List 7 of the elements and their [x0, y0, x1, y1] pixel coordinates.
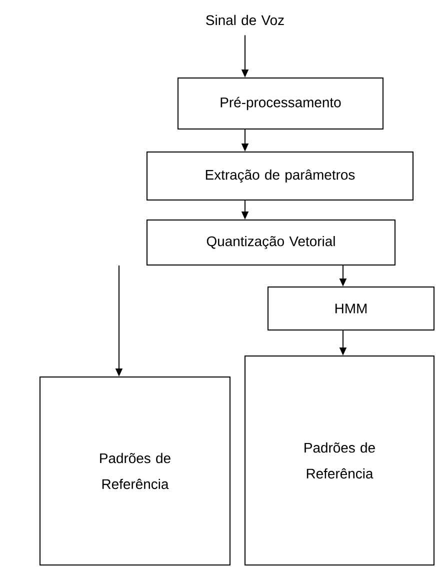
output-box: Padrões de Referência [40, 376, 230, 566]
process-box: Extração de parâmetros [146, 152, 414, 200]
process-box: Pré-processamento [178, 78, 384, 130]
output-box: Padrões de Referência [244, 356, 434, 566]
source-label: Sinal de Voz [206, 14, 284, 26]
process-box: Quantização Vetorial [146, 220, 396, 266]
process-box: HMM [268, 286, 434, 330]
